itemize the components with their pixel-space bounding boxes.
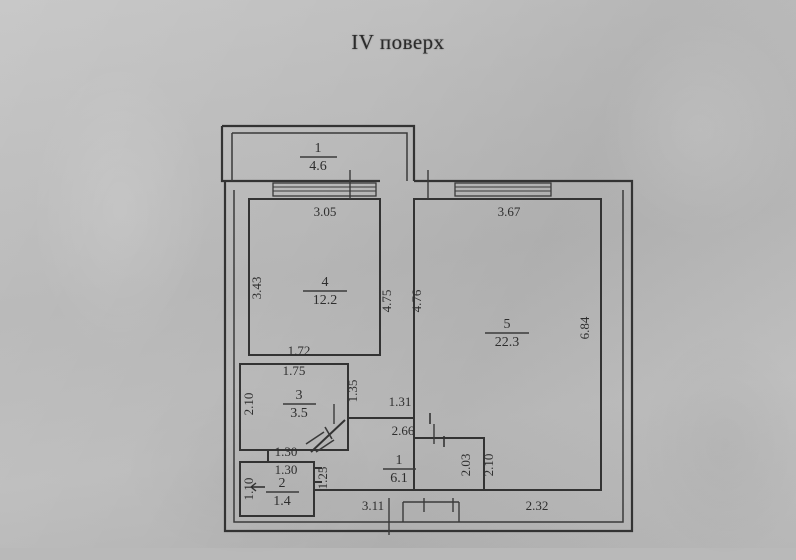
room-4-area: 12.2 <box>313 293 338 308</box>
room-5-number: 5 <box>504 317 511 332</box>
window-room-4 <box>272 182 377 197</box>
dim-diag-wall: 1.25 <box>315 467 330 490</box>
dim-room3-left: 2.10 <box>241 393 256 416</box>
corridor-area: 6.1 <box>390 471 408 486</box>
door-markers <box>250 413 445 492</box>
balcony-area: 4.6 <box>309 159 327 174</box>
dim-room4-left: 3.43 <box>249 277 264 300</box>
dim-corridor-right-outer: 2.10 <box>481 454 496 477</box>
room-4-walls <box>248 198 381 356</box>
room-4-number: 4 <box>322 275 329 290</box>
dimension-ticks <box>333 170 460 535</box>
room-2-number: 2 <box>279 476 286 491</box>
diagonal-wall <box>305 419 346 453</box>
dim-room4-bottom: 1.72 <box>288 343 311 358</box>
page-title: IV поверх <box>351 30 445 54</box>
dim-corridor-bottom: 3.11 <box>362 498 384 513</box>
room-5-area: 22.3 <box>495 335 520 350</box>
outer-wall <box>220 124 634 533</box>
dim-room5-left: 4.76 <box>409 289 424 312</box>
room-label-corridor: 1 6.1 <box>383 453 416 486</box>
window-room-5 <box>454 182 552 197</box>
dim-room4-top: 3.05 <box>314 204 337 219</box>
dim-room4-right: 4.75 <box>379 290 394 313</box>
room-label-5: 5 22.3 <box>485 317 529 350</box>
dim-room3-bottom: 1.30 <box>275 444 298 459</box>
room-3-area: 3.5 <box>290 406 308 421</box>
dim-room2-top: 1.30 <box>275 462 298 477</box>
dim-room3-top: 1.75 <box>283 363 306 378</box>
room-label-balcony: 1 4.6 <box>300 141 337 174</box>
room-label-4: 4 12.2 <box>303 275 347 308</box>
room-label-3: 3 3.5 <box>283 388 316 421</box>
room-label-2: 2 1.4 <box>266 476 299 509</box>
room-2-area: 1.4 <box>273 494 291 509</box>
dim-room5-right: 6.84 <box>577 316 592 339</box>
room-3-walls <box>239 363 349 451</box>
dim-room3-right: 1.35 <box>345 380 360 403</box>
dim-corridor-right-inner: 2.03 <box>458 454 473 477</box>
dim-corridor-mid: 2.66 <box>392 423 415 438</box>
corridor-walls <box>313 417 485 516</box>
room-3-number: 3 <box>296 388 303 403</box>
dim-corridor-top: 1.31 <box>389 394 412 409</box>
dim-room2-left: 1.10 <box>241 478 256 501</box>
corridor-number: 1 <box>396 453 403 468</box>
balcony-number: 1 <box>315 141 322 156</box>
dim-room5-top: 3.67 <box>498 204 521 219</box>
floor-plan-drawing: 1 4.6 4 12.2 5 22.3 3 3.5 2 1.4 <box>220 124 634 535</box>
dim-bottom-right: 2.32 <box>526 498 549 513</box>
